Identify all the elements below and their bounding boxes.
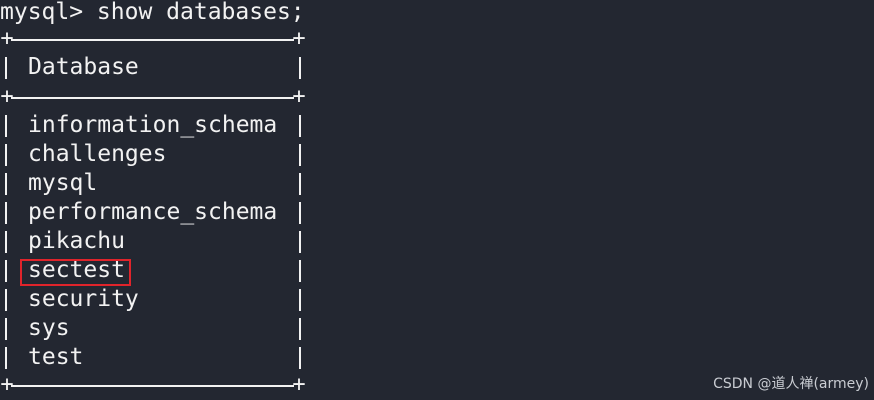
database-name-highlighted: sectest — [28, 257, 125, 283]
table-row: test — [0, 343, 310, 372]
table-row: challenges — [0, 140, 310, 169]
table-border-top: + + — [0, 26, 306, 51]
table-row: mysql — [0, 169, 310, 198]
command-line: mysql> show databases; — [0, 0, 305, 25]
database-name: information_schema — [28, 112, 278, 138]
database-name: test — [28, 344, 84, 370]
table-row: sectest — [0, 256, 310, 285]
database-name: challenges — [28, 141, 167, 167]
table-row: security — [0, 285, 310, 314]
table-border-header: + + — [0, 84, 306, 109]
database-name: pikachu — [28, 228, 125, 254]
watermark-text: CSDN @道人禅(armey) — [713, 376, 869, 392]
column-header-database: Database — [28, 54, 139, 80]
table-row: information_schema — [0, 111, 310, 140]
database-name: sys — [28, 315, 70, 341]
database-name: mysql — [28, 170, 98, 196]
database-name: security — [28, 286, 139, 312]
table-row: performance_schema — [0, 198, 310, 227]
table-border-bottom: + + — [0, 372, 306, 397]
table-row: pikachu — [0, 227, 310, 256]
database-name: performance_schema — [28, 199, 278, 225]
table-row: sys — [0, 314, 310, 343]
table-header-row: Database — [0, 53, 310, 82]
